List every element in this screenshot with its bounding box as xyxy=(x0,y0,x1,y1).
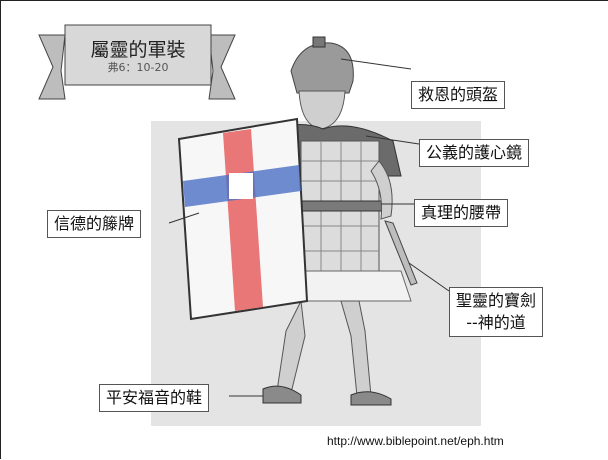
source-url: http://www.biblepoint.net/eph.htm xyxy=(327,434,504,448)
banner-right-tail xyxy=(208,34,236,100)
left-sandal xyxy=(262,385,302,404)
label-helmet-of-salvation: 救恩的頭盔 xyxy=(411,81,506,109)
label-sword-line1: 聖靈的寶劍 xyxy=(456,291,537,310)
torso-armor xyxy=(300,140,380,292)
label-breastplate-of-righteousness: 公義的護心鏡 xyxy=(419,139,530,167)
belt-shape xyxy=(290,200,387,212)
banner-left-tail xyxy=(38,34,66,100)
banner-body xyxy=(64,24,212,86)
label-sword-line2: --神的道 xyxy=(466,313,526,332)
shield-cross-center xyxy=(229,173,253,199)
banner-title: 屬靈的軍裝 xyxy=(90,39,186,61)
right-sandal xyxy=(350,391,392,406)
sword-blade xyxy=(384,220,418,286)
banner-subtitle: 弗6：10-20 xyxy=(107,61,169,74)
leader-lines xyxy=(168,58,450,397)
armor-plates xyxy=(301,141,379,291)
label-shield-of-faith: 信德的籐牌 xyxy=(47,210,142,238)
helmet-shape xyxy=(290,42,354,94)
label-sword-of-spirit: 聖靈的寶劍 --神的道 xyxy=(449,287,544,337)
helmet-crest xyxy=(312,36,326,48)
label-shoes-of-peace: 平安福音的鞋 xyxy=(99,384,210,412)
label-belt-of-truth: 真理的腰帶 xyxy=(414,199,509,227)
